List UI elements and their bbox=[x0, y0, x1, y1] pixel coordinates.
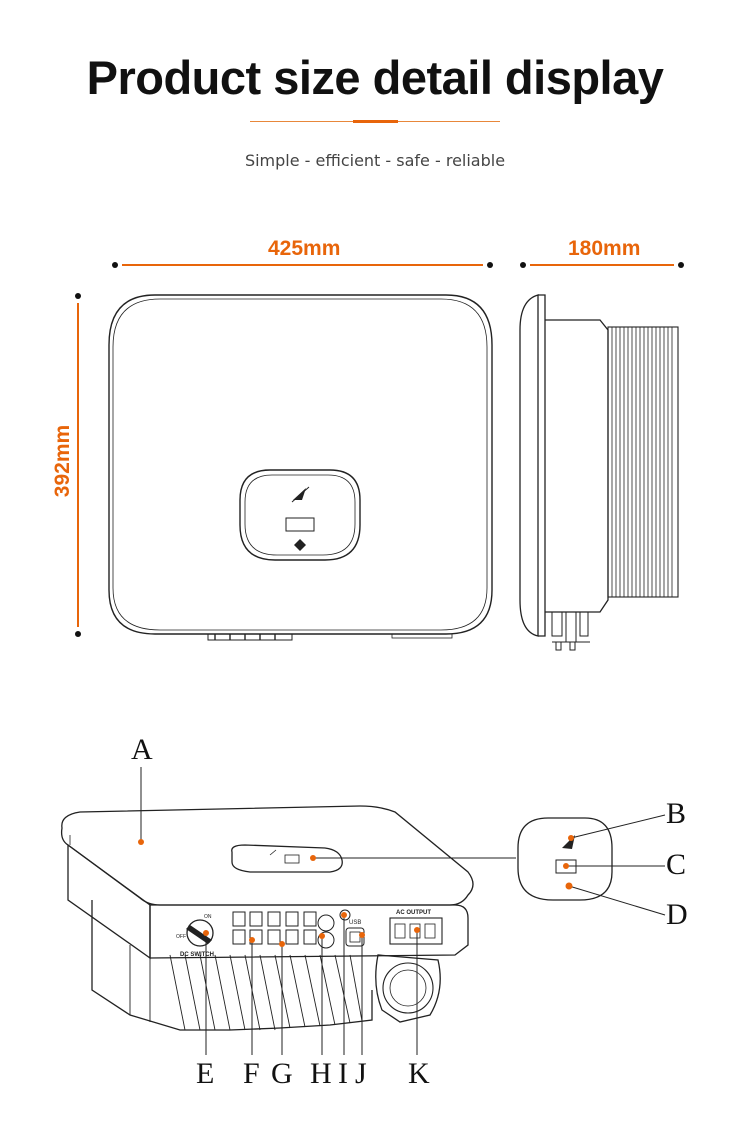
depth-dimension-line bbox=[520, 262, 684, 268]
callout-j: J bbox=[355, 1057, 367, 1090]
callout-d: D bbox=[666, 898, 688, 931]
width-dimension-line bbox=[112, 262, 493, 268]
switch-on-text: ON bbox=[204, 914, 212, 920]
callout-g: G bbox=[271, 1057, 293, 1090]
callout-markers bbox=[138, 835, 574, 947]
side-view-drawing bbox=[519, 294, 679, 651]
ac-output-text: AC OUTPUT bbox=[396, 910, 431, 916]
switch-off-text: OFF bbox=[176, 934, 186, 940]
callout-leaders bbox=[140, 767, 666, 1055]
height-dimension-line bbox=[75, 293, 81, 637]
page-title: Product size detail display bbox=[86, 51, 664, 104]
callout-h: H bbox=[310, 1057, 332, 1090]
callout-k: K bbox=[408, 1057, 430, 1090]
isometric-view-drawing bbox=[60, 805, 474, 1031]
callout-c: C bbox=[666, 848, 687, 881]
callout-a: A bbox=[131, 733, 153, 766]
callout-f: F bbox=[243, 1057, 260, 1090]
usb-port-text: USB bbox=[349, 920, 361, 926]
callout-b: B bbox=[666, 797, 687, 830]
dc-switch-text: DC SWITCH bbox=[180, 952, 214, 958]
height-dimension-label: 392mm bbox=[51, 424, 74, 498]
depth-dimension-label: 180mm bbox=[568, 237, 641, 260]
width-dimension-label: 425mm bbox=[268, 237, 341, 260]
callout-i: I bbox=[338, 1057, 348, 1090]
title-divider-accent bbox=[353, 120, 398, 123]
front-view-drawing bbox=[108, 294, 493, 641]
callout-e: E bbox=[196, 1057, 215, 1090]
display-detail-drawing bbox=[517, 817, 613, 901]
page-subtitle: Simple - efficient - safe - reliable bbox=[244, 151, 506, 170]
